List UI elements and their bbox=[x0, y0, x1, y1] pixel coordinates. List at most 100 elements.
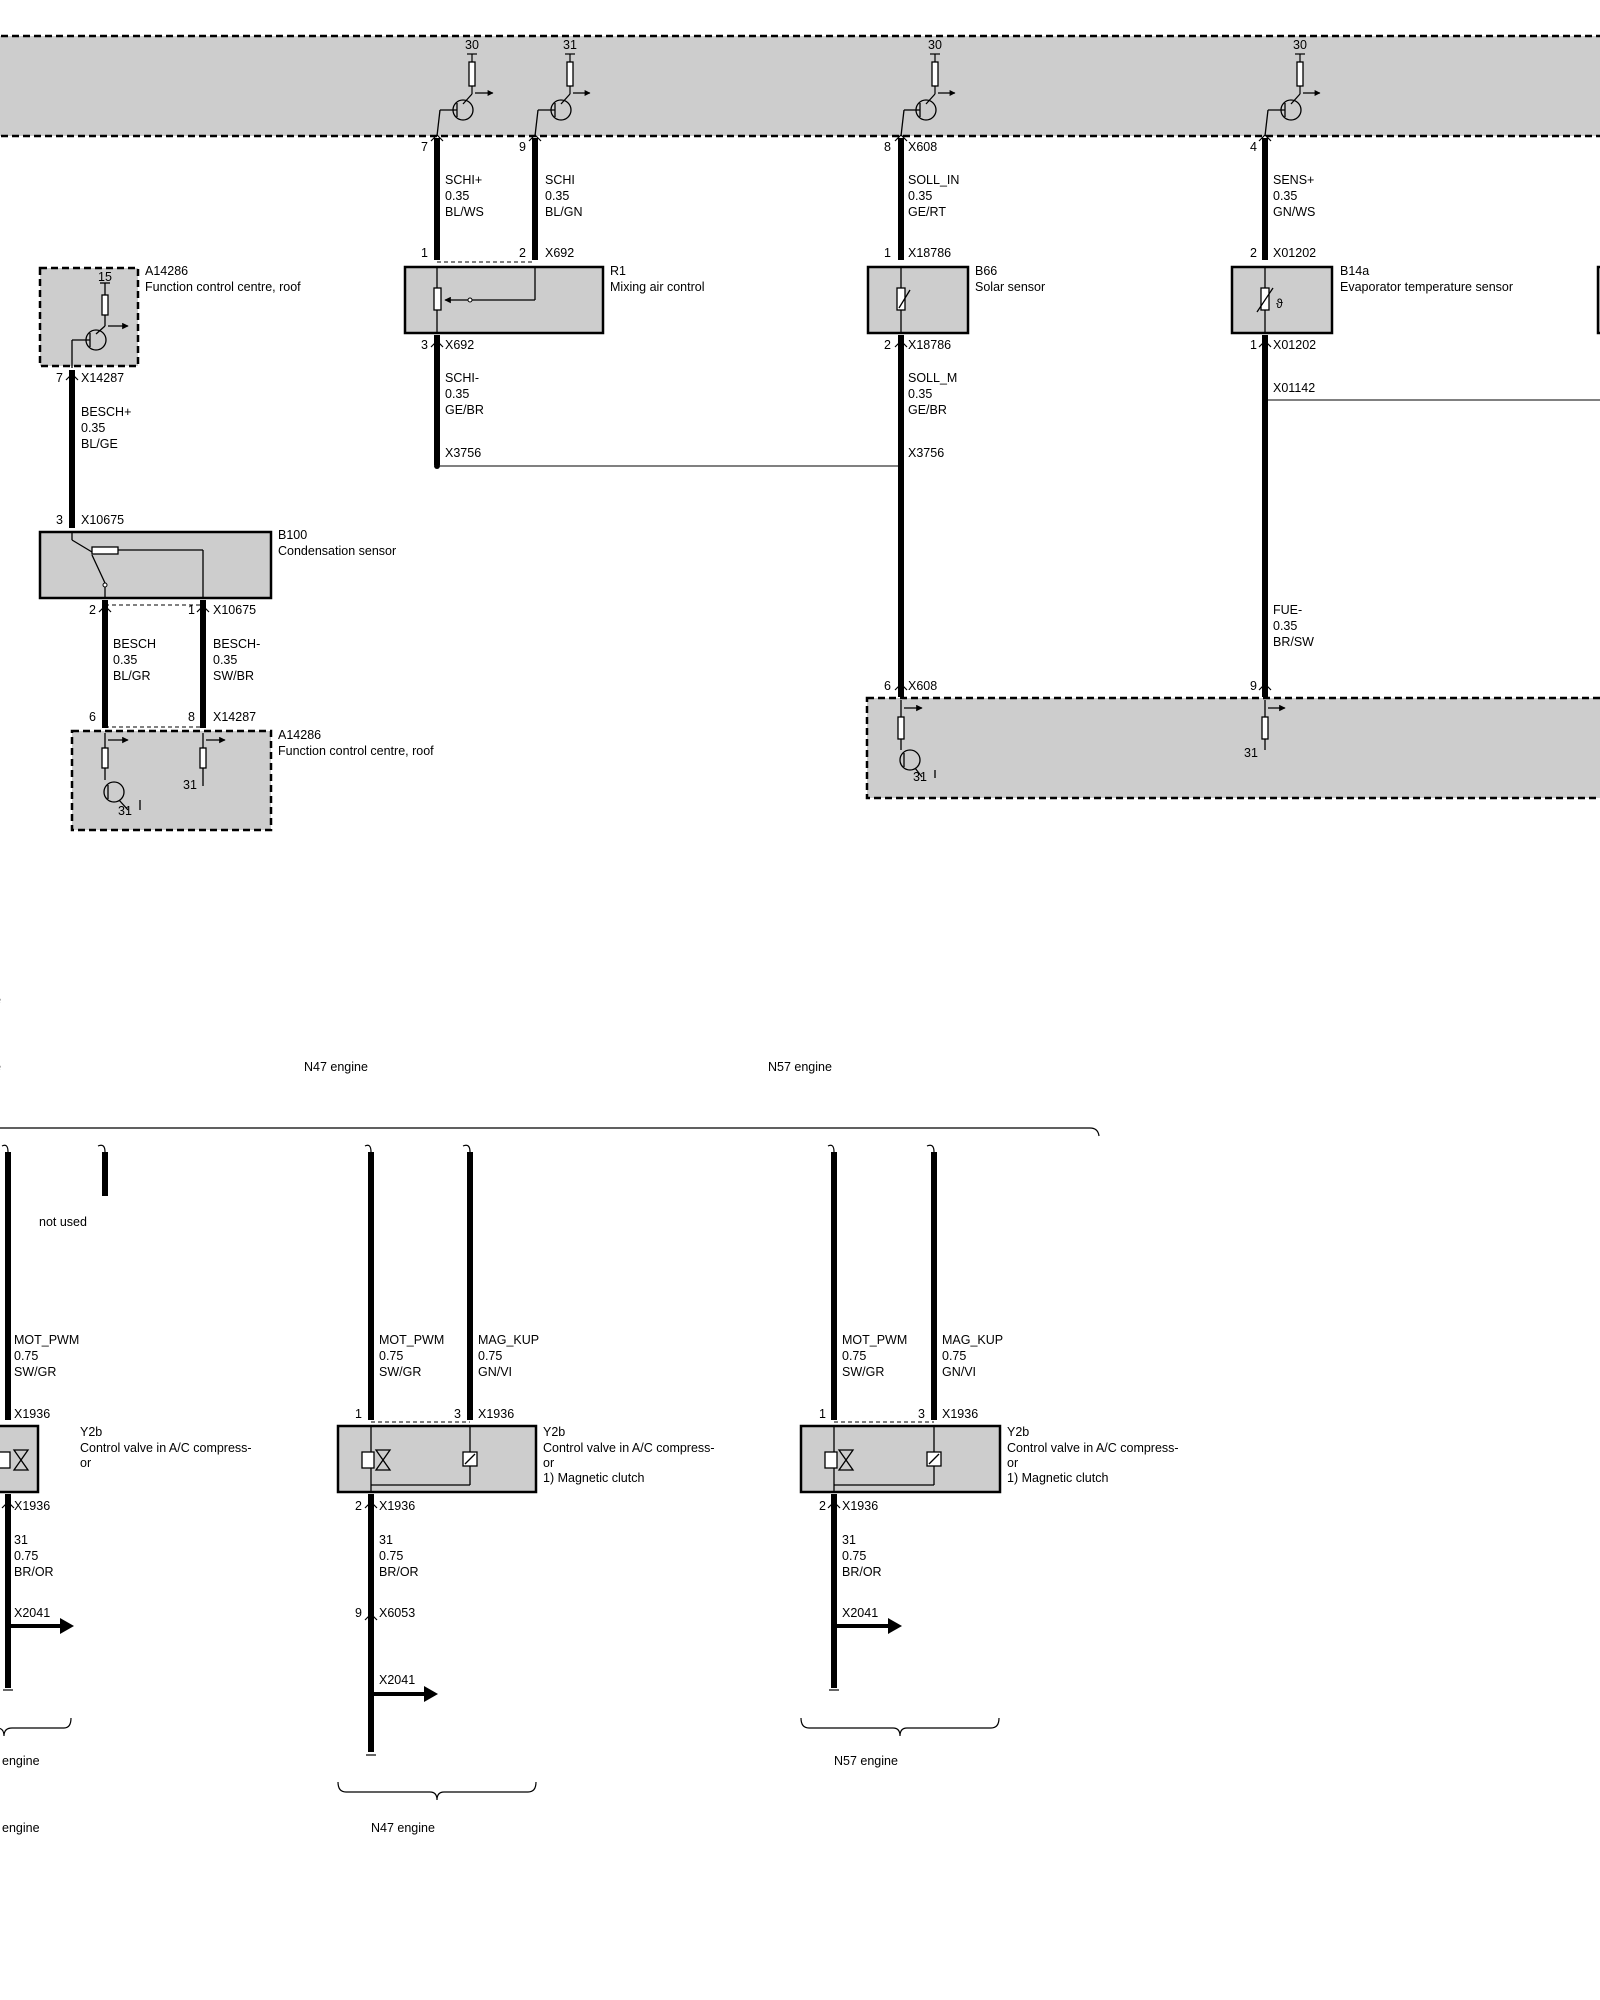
connector-x1936: X1936 bbox=[478, 1407, 514, 1421]
svg-text:0.35: 0.35 bbox=[545, 189, 569, 203]
r1-description: Mixing air control bbox=[610, 280, 704, 294]
supply-terminal-30-c: 30 bbox=[1293, 38, 1321, 96]
svg-text:SW/GR: SW/GR bbox=[842, 1365, 884, 1379]
n47-engine-label: N47 engine bbox=[304, 1060, 368, 1074]
svg-text:BESCH-: BESCH- bbox=[213, 637, 260, 651]
wire-mot-pwm-n47: MOT_PWM 0.75 SW/GR bbox=[364, 1144, 444, 1420]
svg-text:0.35: 0.35 bbox=[445, 189, 469, 203]
wire-mot-pwm-left: MOT_PWM 0.75 SW/GR bbox=[1, 1144, 79, 1420]
y2b-n47-id: Y2b bbox=[543, 1425, 565, 1439]
svg-text:SCHI-: SCHI- bbox=[445, 371, 479, 385]
pin-1: 1 bbox=[1250, 338, 1257, 352]
engine-brace-n47 bbox=[337, 1781, 537, 1801]
svg-text:SW/BR: SW/BR bbox=[213, 669, 254, 683]
supply-terminal-30-a: 30 bbox=[465, 38, 494, 96]
svg-text:BR/OR: BR/OR bbox=[842, 1565, 882, 1579]
pin-3: 3 bbox=[918, 1407, 925, 1421]
clutch-coil-icon bbox=[926, 1451, 942, 1485]
connector-x01202: X01202 bbox=[1273, 338, 1316, 352]
connector-x608: X608 bbox=[908, 140, 937, 154]
y2b-n57-description: Control valve in A/C compress- bbox=[1007, 1441, 1179, 1455]
svg-text:SCHI: SCHI bbox=[545, 173, 575, 187]
b14a-evaporator-temperature-sensor bbox=[1230, 265, 1334, 335]
pin-9: 9 bbox=[1250, 679, 1257, 693]
pin-9: 9 bbox=[519, 140, 526, 154]
wire-schi-plus: SCHI+ 0.35 BL/WS bbox=[434, 138, 484, 260]
engine-label-left-b: engine bbox=[2, 1821, 40, 1835]
svg-text:GE/RT: GE/RT bbox=[908, 205, 946, 219]
pin-6: 6 bbox=[89, 710, 96, 724]
y2b-n57-note: 1) Magnetic clutch bbox=[1007, 1471, 1108, 1485]
y2b-left-description: Control valve in A/C compress- bbox=[80, 1441, 252, 1455]
y2b-n47-description-2: or bbox=[543, 1456, 554, 1470]
connector-x1936: X1936 bbox=[842, 1499, 878, 1513]
svg-text:BL/GE: BL/GE bbox=[81, 437, 118, 451]
not-used-label: not used bbox=[39, 1215, 87, 1229]
svg-text:SOLL_IN: SOLL_IN bbox=[908, 173, 959, 187]
b100-description: Condensation sensor bbox=[278, 544, 396, 558]
pin-2: 2 bbox=[355, 1499, 362, 1513]
pin-2: 2 bbox=[819, 1499, 826, 1513]
svg-text:BESCH+: BESCH+ bbox=[81, 405, 131, 419]
wire-besch-plus: BESCH+ 0.35 BL/GE bbox=[69, 370, 131, 528]
partial-component-right bbox=[1596, 265, 1600, 335]
wire-fue-minus: FUE- 0.35 BR/SW bbox=[1262, 335, 1314, 697]
pin-2: 2 bbox=[884, 338, 891, 352]
connector-x14287: X14287 bbox=[81, 371, 124, 385]
svg-text:0.75: 0.75 bbox=[942, 1349, 966, 1363]
connector-x01142: X01142 bbox=[1273, 381, 1315, 395]
svg-text:GN/VI: GN/VI bbox=[478, 1365, 512, 1379]
connector-x18786: X18786 bbox=[908, 246, 951, 260]
transistor-icon bbox=[900, 93, 937, 137]
wire-gnd-n57: 31 0.75 BR/OR bbox=[831, 1494, 882, 1688]
transistor-icon bbox=[534, 93, 572, 137]
pin-3: 3 bbox=[421, 338, 428, 352]
svg-text:15: 15 bbox=[98, 270, 112, 284]
svg-text:BR/OR: BR/OR bbox=[379, 1565, 419, 1579]
engine-label-partial: e bbox=[0, 1060, 1, 1074]
top-control-unit bbox=[0, 34, 1600, 138]
a14286-top-id: A14286 bbox=[145, 264, 188, 278]
svg-text:31: 31 bbox=[1244, 746, 1258, 760]
svg-text:MOT_PWM: MOT_PWM bbox=[842, 1333, 907, 1347]
potentiometer-icon bbox=[433, 267, 536, 333]
svg-text:31: 31 bbox=[14, 1533, 28, 1547]
wire-mot-pwm-n57: MOT_PWM 0.75 SW/GR bbox=[827, 1144, 907, 1420]
pin-8: 8 bbox=[188, 710, 195, 724]
svg-text:31: 31 bbox=[183, 778, 197, 792]
svg-text:0.35: 0.35 bbox=[445, 387, 469, 401]
svg-text:BESCH: BESCH bbox=[113, 637, 156, 651]
connector-x2041: X2041 bbox=[14, 1606, 50, 1620]
svg-text:SCHI+: SCHI+ bbox=[445, 173, 482, 187]
connector-x608: X608 bbox=[908, 679, 937, 693]
b14a-description: Evaporator temperature sensor bbox=[1340, 280, 1513, 294]
pin-4: 4 bbox=[1250, 140, 1257, 154]
pin-6: 6 bbox=[884, 679, 891, 693]
lower-control-unit bbox=[865, 696, 1600, 800]
svg-text:SW/GR: SW/GR bbox=[14, 1365, 56, 1379]
pin-2: 2 bbox=[519, 246, 526, 260]
svg-text:GN/VI: GN/VI bbox=[942, 1365, 976, 1379]
y2b-n47-description: Control valve in A/C compress- bbox=[543, 1441, 715, 1455]
svg-text:31: 31 bbox=[563, 38, 577, 52]
y2b-n57-id: Y2b bbox=[1007, 1425, 1029, 1439]
engine-variant-brace bbox=[0, 1127, 1100, 1137]
ntc-thermistor-icon: ϑ bbox=[1256, 267, 1283, 333]
b100-condensation-sensor bbox=[38, 530, 273, 600]
svg-text:30: 30 bbox=[928, 38, 942, 52]
svg-text:30: 30 bbox=[465, 38, 479, 52]
svg-text:31: 31 bbox=[913, 770, 927, 784]
connector-x6053: X6053 bbox=[379, 1606, 415, 1620]
svg-text:GE/BR: GE/BR bbox=[908, 403, 947, 417]
connector-x1936: X1936 bbox=[14, 1499, 50, 1513]
svg-text:0.35: 0.35 bbox=[213, 653, 237, 667]
connector-x1936: X1936 bbox=[14, 1407, 50, 1421]
wire-mag-kup-n47: MAG_KUP 0.75 GN/VI bbox=[462, 1144, 539, 1420]
svg-text:BR/OR: BR/OR bbox=[14, 1565, 54, 1579]
svg-text:GN/WS: GN/WS bbox=[1273, 205, 1315, 219]
svg-text:0.35: 0.35 bbox=[1273, 189, 1297, 203]
wire-soll-m: SOLL_M 0.35 GE/BR bbox=[898, 335, 957, 697]
connector-x10675: X10675 bbox=[81, 513, 124, 527]
pin-1: 1 bbox=[188, 603, 195, 617]
